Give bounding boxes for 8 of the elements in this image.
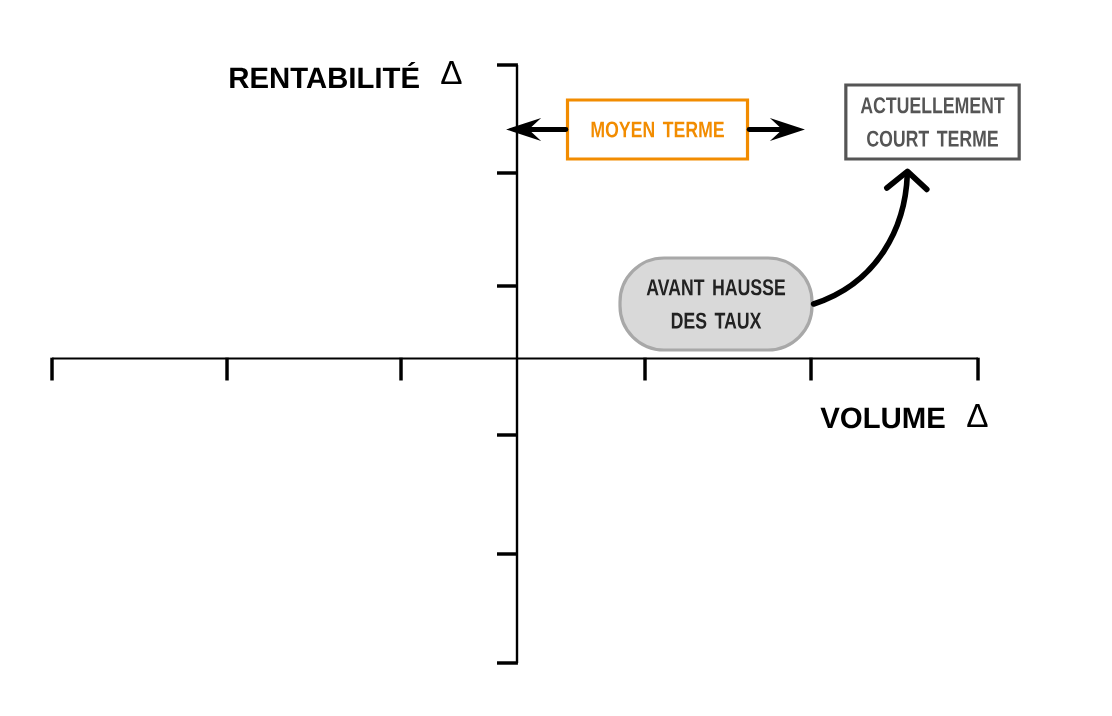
delta-symbol: Δ [967, 404, 988, 427]
axis-label: VOLUME [820, 407, 945, 429]
axis-label: RENTABILITÉ [230, 62, 419, 88]
rounded-box: AVANT HAUSSE DES TAUX [618, 256, 814, 352]
text-box: MOYEN TERME [565, 98, 750, 161]
delta-symbol: Δ [441, 61, 462, 84]
text-box: ACTUELLEMENT COURT TERME [844, 83, 1021, 161]
arrow [810, 168, 930, 307]
